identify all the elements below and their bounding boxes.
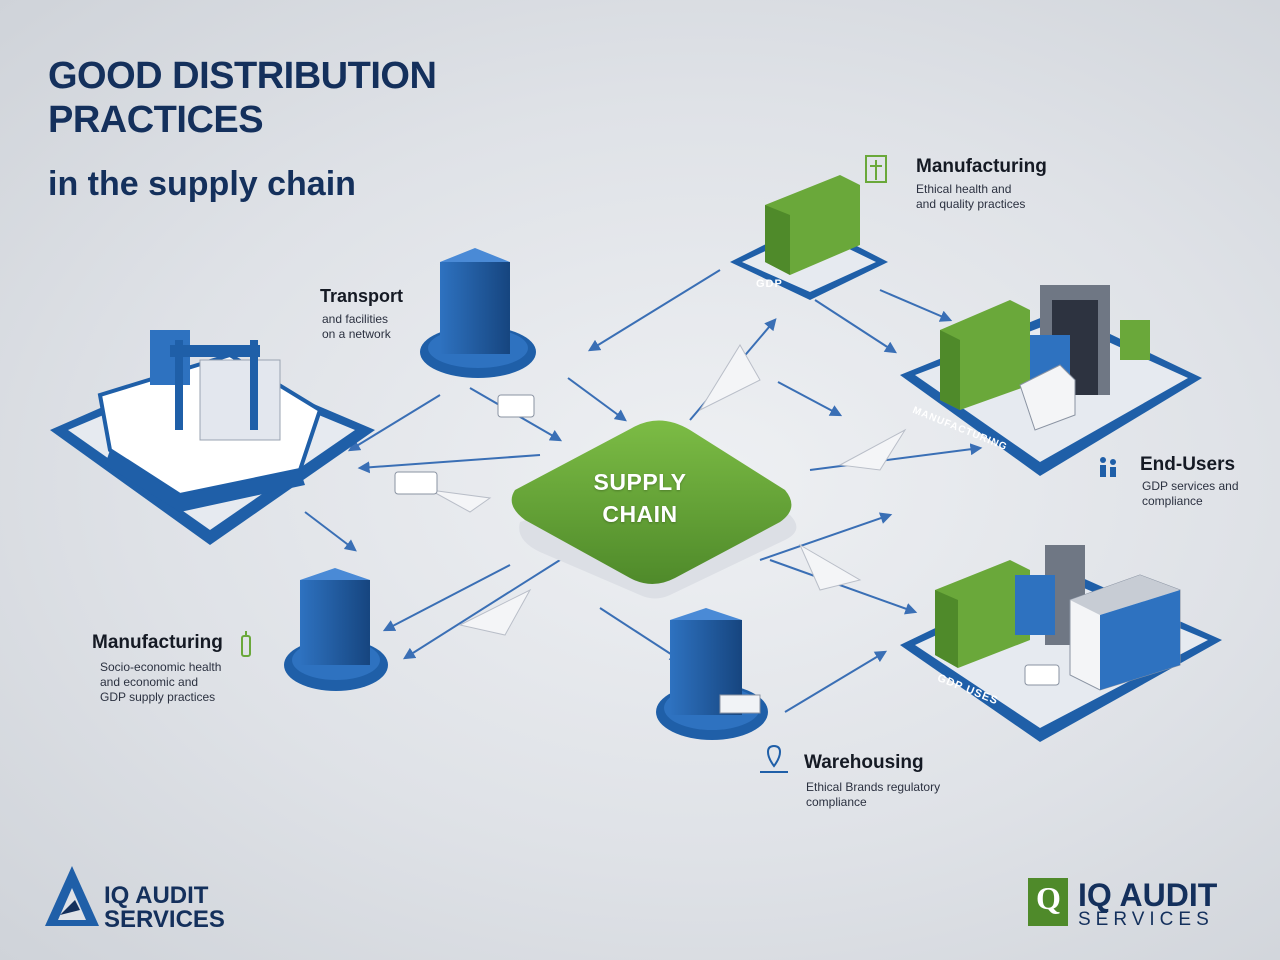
warehouse-platform <box>900 545 1222 742</box>
manufacturing-platform-top <box>730 175 888 300</box>
manufacturing-top-desc: Ethical health and and quality practices <box>916 182 1025 212</box>
arrow <box>879 289 953 322</box>
warehousing-desc-1: Ethical Brands regulatory <box>806 780 941 794</box>
hub-label: SUPPLY CHAIN <box>560 466 720 530</box>
manufacturing-top-label: Manufacturing <box>916 156 1047 177</box>
arrow <box>759 512 893 561</box>
left-logo-icon <box>45 866 99 926</box>
transport-label: Transport <box>320 286 404 306</box>
manufacturing-left-label: Manufacturing <box>92 632 223 653</box>
hub-shape <box>511 420 792 584</box>
end-users-desc-2: compliance <box>1142 494 1203 508</box>
warehousing-label: Warehousing <box>804 752 924 773</box>
manufacturing-left-desc-3: GDP supply practices <box>100 690 216 704</box>
end-users-desc-1: GDP services and <box>1142 479 1239 493</box>
supply-chain-hub <box>511 420 797 599</box>
manufacturing-platform-mid <box>900 285 1202 476</box>
transport-desc-1: and facilities <box>322 312 389 326</box>
title-line-1: GOOD DISTRIBUTION <box>48 55 437 97</box>
right-logo-letter: Q <box>1036 880 1061 916</box>
plane <box>429 489 492 513</box>
end-users-desc: GDP services and compliance <box>1142 479 1239 509</box>
arrow <box>567 377 627 422</box>
location-icon <box>760 744 788 773</box>
arrow <box>402 559 561 660</box>
left-brand: IQ AUDIT SERVICES <box>104 884 225 932</box>
van <box>497 394 535 418</box>
page-subtitle: in the supply chain <box>48 165 356 203</box>
van <box>394 471 438 495</box>
transport-desc: and facilities on a network <box>322 312 391 342</box>
ship-platform <box>50 330 375 545</box>
manufacturing-top-desc-2: and quality practices <box>916 197 1026 211</box>
right-brand-line-1: IQ AUDIT <box>1078 877 1218 913</box>
hub-line-2: CHAIN <box>602 501 678 527</box>
right-brand: IQ AUDIT SERVICES <box>1078 877 1218 930</box>
plane <box>838 428 907 471</box>
arrow <box>382 564 511 632</box>
right-brand-line-2: SERVICES <box>1078 909 1214 930</box>
hub-line-1: SUPPLY <box>593 469 687 495</box>
arrow <box>814 299 898 354</box>
delivery-vans <box>394 394 1060 686</box>
people-icon <box>1100 457 1116 477</box>
bottle-icon <box>241 631 251 657</box>
manufacturing-left-desc-2: and economic and <box>100 675 199 689</box>
transport-tower <box>420 248 536 378</box>
left-brand-line-1: IQ AUDIT <box>104 882 209 909</box>
left-brand-line-2: SERVICES <box>104 906 225 933</box>
scale-icon <box>865 155 887 183</box>
plane <box>798 543 862 591</box>
warehousing-desc-2: compliance <box>806 795 867 809</box>
plane <box>698 344 761 412</box>
page-title: GOOD DISTRIBUTION PRACTICES <box>48 54 437 142</box>
title-line-2: PRACTICES <box>48 99 264 141</box>
van <box>1024 664 1060 686</box>
transport-desc-2: on a network <box>322 327 391 341</box>
warehousing-desc: Ethical Brands regulatory compliance <box>806 780 940 810</box>
right-logo-icon <box>1028 878 1068 926</box>
arrow <box>599 607 683 662</box>
manufacturing-top-desc-1: Ethical health and <box>916 182 1012 196</box>
platform-tag-top: GDP <box>756 278 783 290</box>
manufacturing-left-desc: Socio-economic health and economic and G… <box>100 660 221 705</box>
arrow <box>304 511 357 552</box>
manufacturing-left-desc-1: Socio-economic health <box>100 660 222 674</box>
arrow <box>357 454 541 474</box>
arrow <box>777 381 843 417</box>
end-users-label: End-Users <box>1140 454 1236 475</box>
plane <box>458 588 532 636</box>
manufacturing-tower-left <box>284 568 388 691</box>
warehousing-tower <box>656 608 768 740</box>
arrow <box>587 269 721 352</box>
arrow <box>769 559 918 615</box>
paper-plane-shapes <box>429 344 907 636</box>
arrow <box>784 650 888 713</box>
arrow <box>347 394 441 452</box>
arrow <box>809 443 983 471</box>
